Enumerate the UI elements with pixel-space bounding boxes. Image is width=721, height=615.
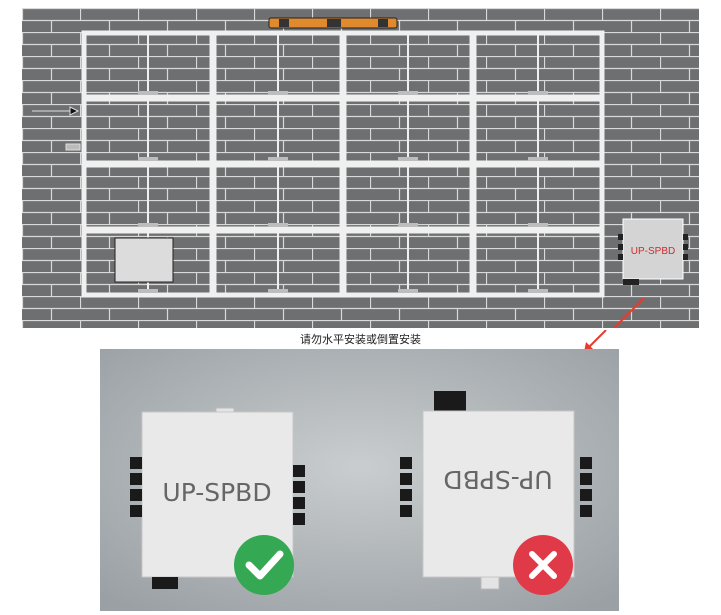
wall-anchor bbox=[32, 106, 81, 151]
installation-warning: 请勿水平安装或倒置安装 bbox=[300, 333, 421, 346]
junction-box-label: UP-SPBD bbox=[631, 246, 675, 257]
led-cabinet-frame bbox=[471, 228, 605, 298]
box-correct-orientation: UP-SPBD bbox=[130, 407, 305, 595]
led-frame-grid bbox=[81, 30, 605, 298]
pointer-arrow bbox=[612, 297, 645, 328]
wall-installation-diagram: UP-SPBD bbox=[22, 8, 699, 328]
check-badge bbox=[234, 535, 294, 595]
junction-box: UP-SPBD bbox=[618, 218, 688, 285]
check-icon bbox=[245, 550, 284, 580]
box-wrong-label: UP-SPBD bbox=[443, 465, 552, 494]
orientation-comparison-photo: UP-SPBD UP-SPBD bbox=[100, 349, 619, 611]
cross-icon bbox=[529, 551, 557, 579]
box-correct-label: UP-SPBD bbox=[162, 478, 271, 507]
box-wrong-orientation: UP-SPBD bbox=[400, 391, 592, 595]
spirit-level bbox=[268, 17, 398, 29]
receiving-card-box bbox=[114, 237, 174, 283]
